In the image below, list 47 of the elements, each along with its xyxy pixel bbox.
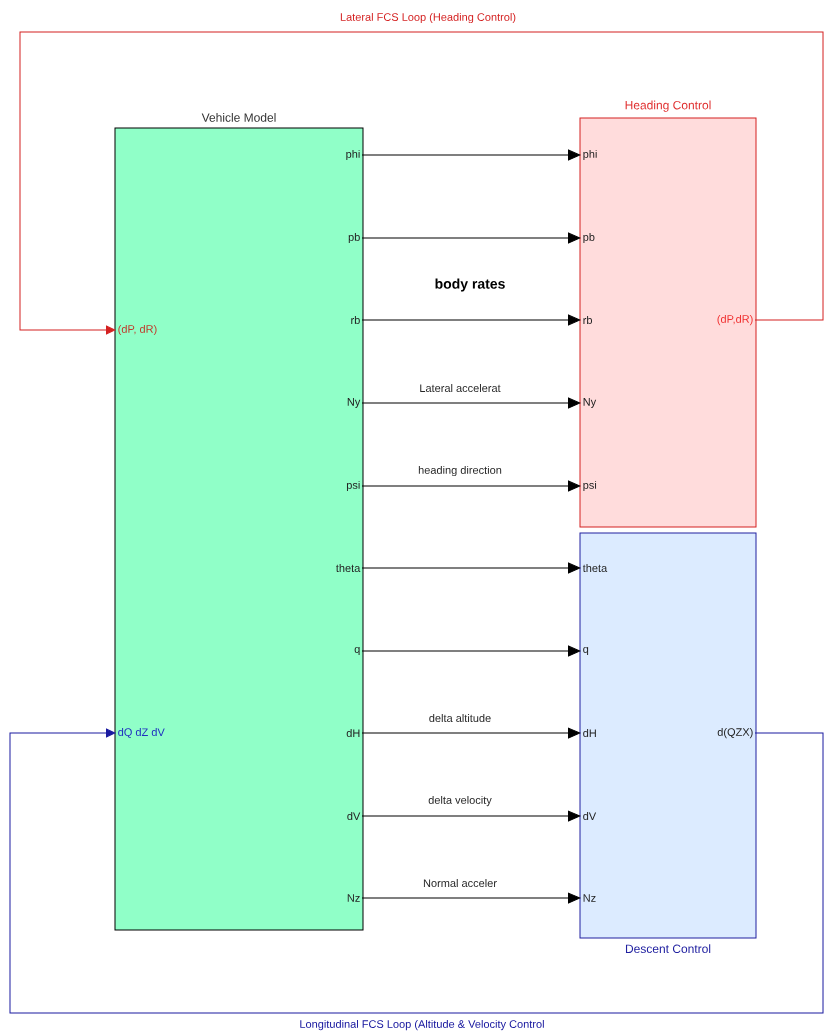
- arrow: [9, 728, 824, 1014]
- port-label: q: [583, 646, 589, 656]
- port-label: dH: [583, 728, 596, 738]
- node-label: Heading Control: [625, 100, 711, 112]
- port-label: q: [354, 646, 360, 656]
- port-label: Nz: [347, 894, 360, 902]
- port-label: psi: [583, 480, 597, 492]
- annotation-text: body rates: [435, 278, 505, 292]
- port-label: theta: [582, 563, 608, 573]
- port-label: d(QZX): [717, 727, 753, 739]
- arrow: [361, 727, 581, 739]
- edge-label: Lateral accelerat: [418, 382, 502, 394]
- arrow: [361, 645, 581, 657]
- edge-label: Longitudinal FCS Loop (Altitude & Velocity Control: [298, 1018, 546, 1032]
- node-label: Vehicle Model: [201, 113, 276, 122]
- port-label: Nz: [583, 894, 596, 902]
- port-label: (dP, dR): [118, 324, 157, 336]
- port-label: dH: [346, 728, 360, 738]
- port-label: psi: [346, 480, 360, 492]
- node-label: Descent Control: [625, 944, 711, 954]
- edge-label: delta velocity: [427, 794, 493, 808]
- arrow: [361, 810, 581, 822]
- port-label: pb: [348, 232, 360, 244]
- arrow: [361, 480, 581, 492]
- port-label: phi: [346, 149, 360, 161]
- edge-label: Lateral FCS Loop (Heading Control): [338, 11, 518, 25]
- port-label: Ny: [347, 398, 361, 408]
- arrow: [361, 149, 581, 161]
- edge-label: Normal acceler: [422, 877, 498, 889]
- port-label: phi: [583, 149, 597, 161]
- port-label: dQ dZ dV: [118, 728, 165, 738]
- arrow: [361, 314, 581, 326]
- edge-label: heading direction: [417, 464, 503, 478]
- port-label: Ny: [583, 398, 597, 408]
- edge-label: delta altitude: [427, 712, 493, 724]
- arrow: [19, 31, 824, 335]
- port-label: theta: [336, 563, 361, 573]
- arrow: [361, 397, 581, 409]
- port-label: rb: [583, 315, 592, 325]
- port-label: (dP,dR): [717, 314, 753, 326]
- port-label: pb: [583, 232, 595, 244]
- arrow: [361, 232, 581, 244]
- port-label: dV: [583, 811, 597, 821]
- arrow: [361, 892, 581, 904]
- port-label: dV: [347, 811, 361, 821]
- port-label: rb: [351, 315, 360, 325]
- arrow: [361, 562, 581, 574]
